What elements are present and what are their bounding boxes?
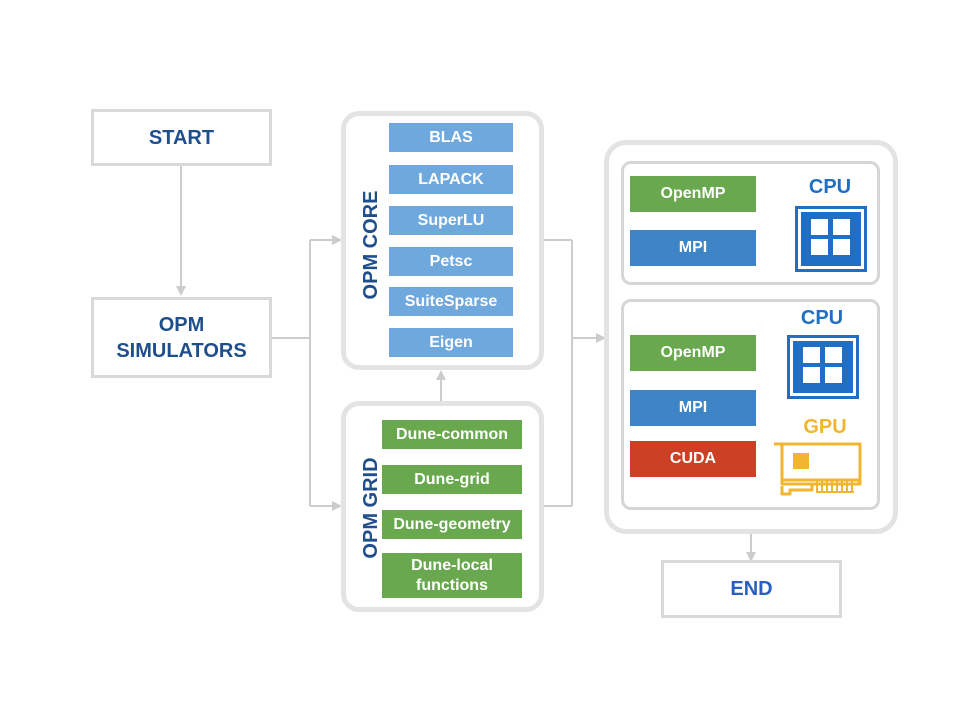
top-openmp: OpenMP bbox=[630, 176, 756, 212]
opm-core-group bbox=[341, 111, 544, 370]
gpu-card-icon bbox=[774, 442, 862, 496]
lib-eigen: Eigen bbox=[389, 328, 513, 357]
gpu-label: GPU bbox=[803, 416, 847, 438]
simulators-label: OPM SIMULATORS bbox=[116, 313, 247, 362]
bottom-openmp: OpenMP bbox=[630, 335, 756, 371]
simulators-node: OPM SIMULATORS bbox=[91, 297, 272, 378]
start-node: START bbox=[91, 109, 272, 166]
opm-core-title: OPM CORE bbox=[360, 190, 382, 300]
cpu-chip-icon bbox=[787, 335, 859, 399]
bottom-cuda: CUDA bbox=[630, 441, 756, 477]
top-cpu-label: CPU bbox=[808, 176, 852, 198]
end-label: END bbox=[730, 578, 773, 600]
bottom-mpi: MPI bbox=[630, 390, 756, 426]
lib-suitesparse: SuiteSparse bbox=[389, 287, 513, 316]
lib-blas: BLAS bbox=[389, 123, 513, 152]
end-node: END bbox=[661, 560, 842, 618]
lib-dune-common: Dune-common bbox=[382, 420, 522, 449]
lib-dune-grid: Dune-grid bbox=[382, 465, 522, 494]
lib-superlu: SuperLU bbox=[389, 206, 513, 235]
start-label: START bbox=[148, 126, 215, 149]
lib-dune-localfunctions: Dune-local functions bbox=[382, 553, 522, 598]
cpu-chip-icon bbox=[795, 206, 867, 272]
opm-grid-title: OPM GRID bbox=[360, 457, 382, 559]
lib-lapack: LAPACK bbox=[389, 165, 513, 194]
top-mpi: MPI bbox=[630, 230, 756, 266]
bottom-cpu-label: CPU bbox=[800, 307, 844, 329]
lib-petsc: Petsc bbox=[389, 247, 513, 276]
lib-dune-geometry: Dune-geometry bbox=[382, 510, 522, 539]
